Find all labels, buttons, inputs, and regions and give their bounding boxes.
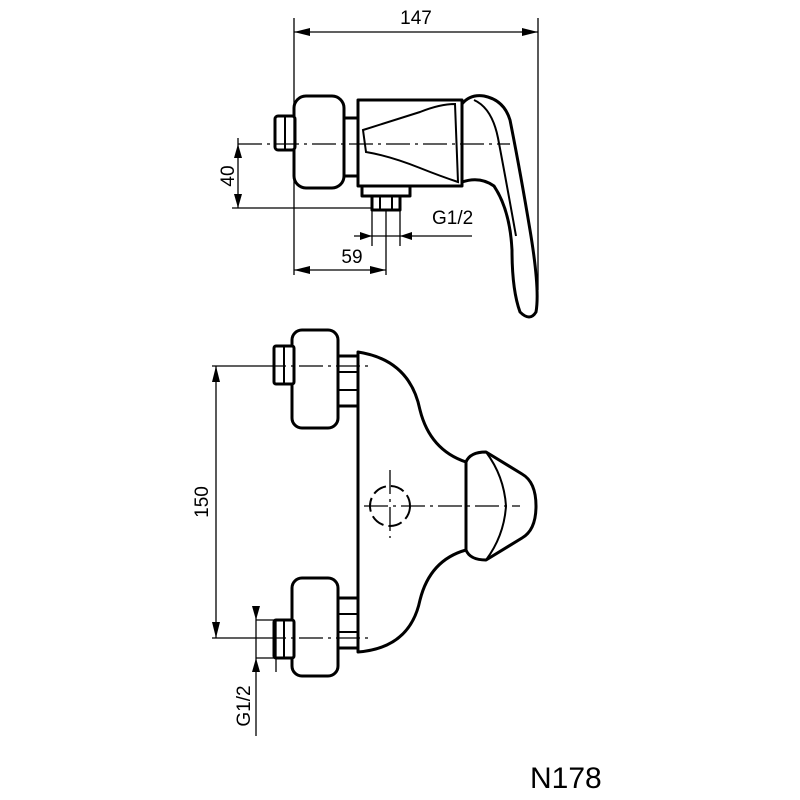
front-view: 150 G1/2 [192,328,538,736]
front-view-top-inlet-nut [290,328,340,430]
front-view-top-hex [336,354,360,408]
front-view-bottom-hex [336,596,360,650]
model-code: N178 [530,762,602,795]
dimension-outlet-distance: 59 [341,247,362,268]
dimension-outlet-thread: G1/2 [432,208,473,229]
side-view-outlet-pipe [370,194,402,212]
front-view-lever-knob [464,450,538,562]
dimension-overall-depth: 147 [400,8,432,29]
front-view-valve-body [356,350,468,654]
side-view-valve-body [356,98,464,188]
side-view-hex-coupling [342,116,360,178]
dimension-inlet-thread: G1/2 [234,685,255,726]
side-view: 147 40 G1/2 59 [218,8,539,319]
front-view-bottom-inlet-nut [290,576,340,678]
side-view-inlet-nut [292,94,346,190]
dimension-outlet-offset: 40 [218,165,239,186]
dimension-inlet-spacing: 150 [192,486,213,518]
side-view-lever-handle [460,94,539,319]
side-view-lever-collar [361,102,460,184]
